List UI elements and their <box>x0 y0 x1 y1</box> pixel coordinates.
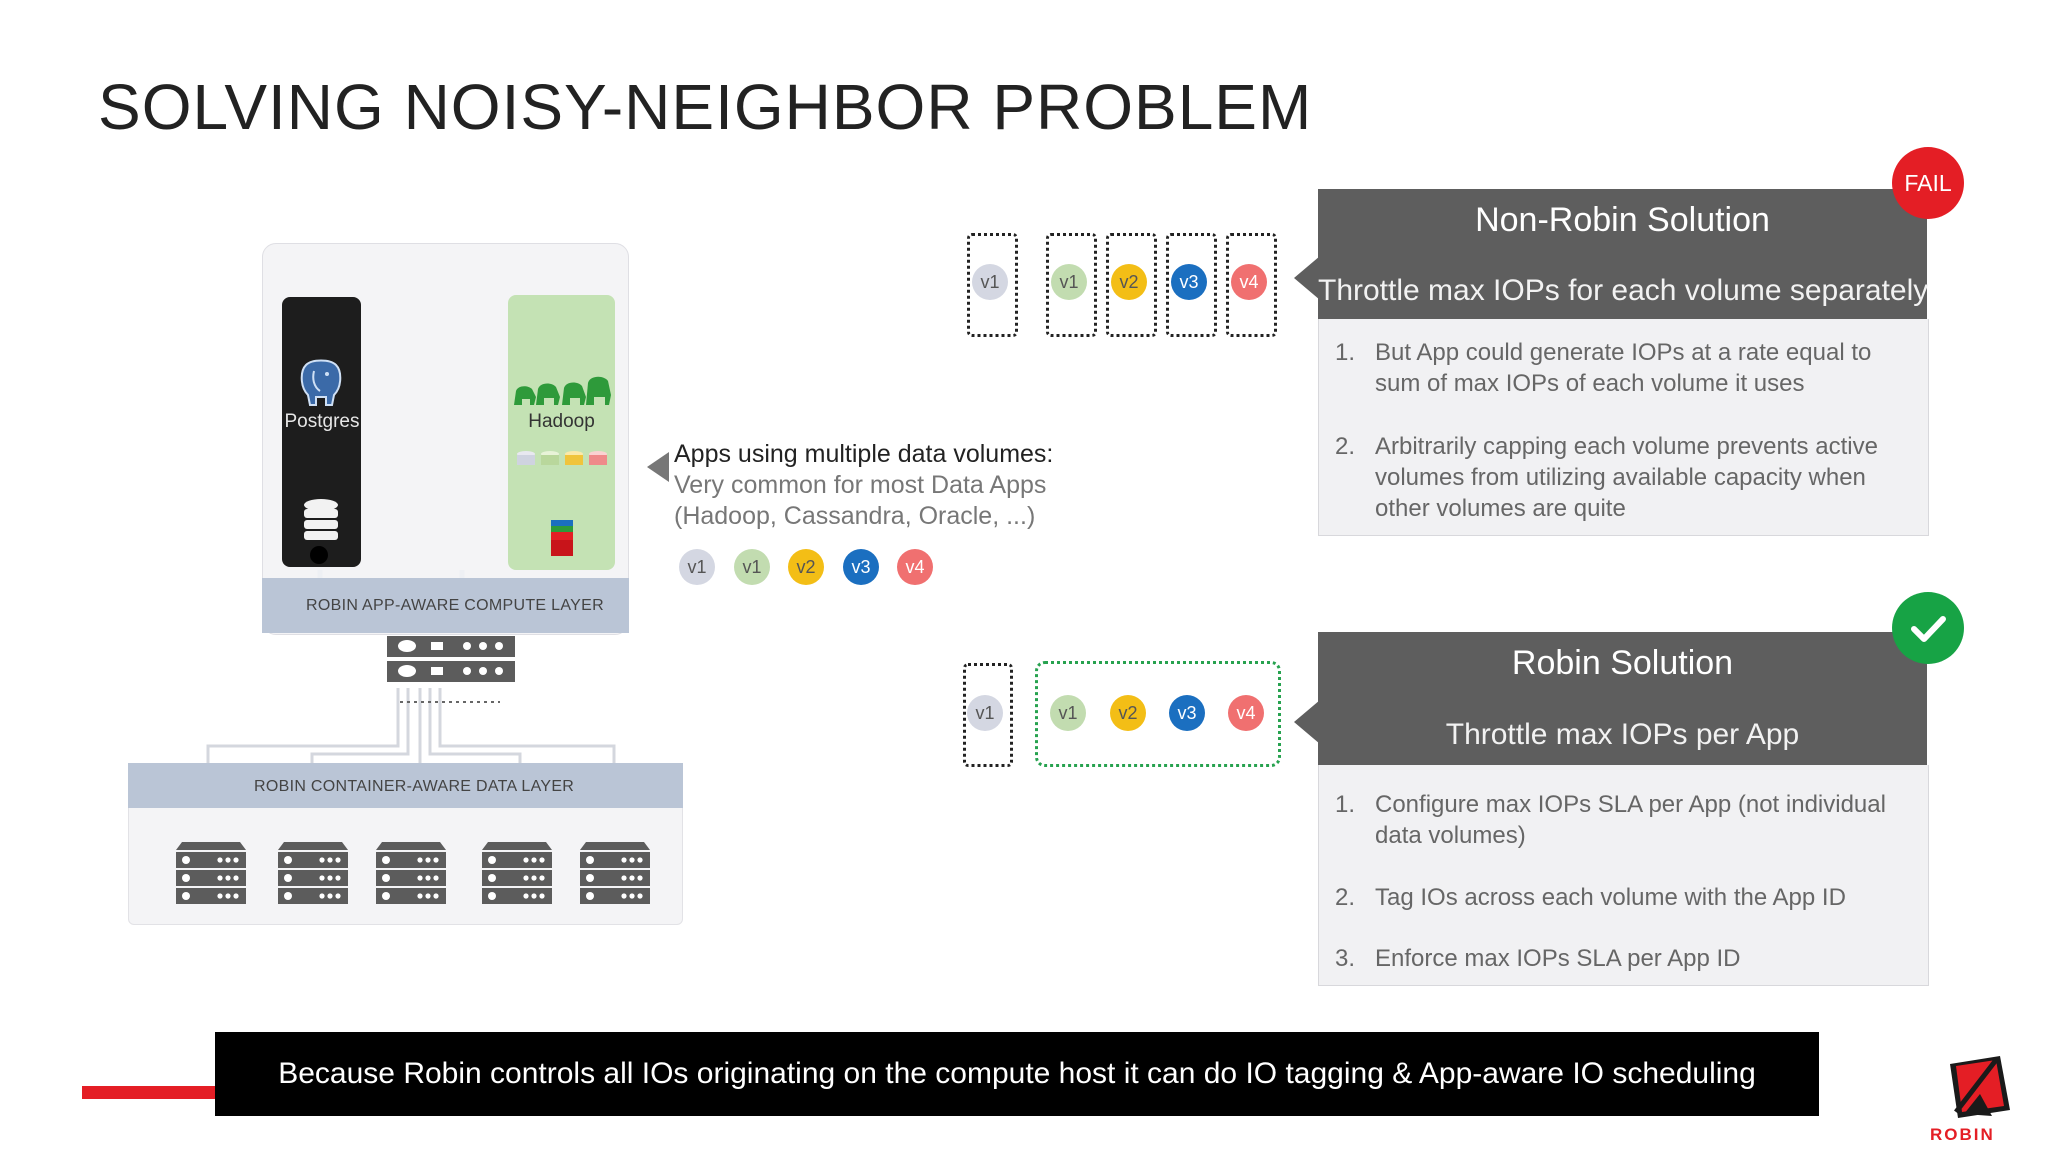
postgres-elephant-icon <box>300 359 342 406</box>
non-robin-item-1-text: But App could generate IOPs at a rate eq… <box>1375 339 1872 397</box>
robin-item-1: 1. Configure max IOPs SLA per App (not i… <box>1335 789 1915 851</box>
volume-chip-v4: v4 <box>897 549 933 585</box>
volume-chip-v1-gray: v1 <box>679 549 715 585</box>
top-chip-v4: v4 <box>1231 264 1267 300</box>
compute-layer-label: ROBIN APP-AWARE COMPUTE LAYER <box>306 597 604 614</box>
robin-logo-text: ROBIN <box>1930 1125 1995 1144</box>
hadoop-volume-indicator <box>551 520 573 556</box>
postgres-label: Postgres <box>284 411 360 432</box>
storage-server-3 <box>376 842 446 904</box>
robin-item-3: 3. Enforce max IOPs SLA per App ID <box>1335 943 1915 974</box>
non-robin-subtitle: Throttle max IOPs for each volume separa… <box>1318 274 1929 307</box>
volume-box-v1 <box>1046 233 1097 337</box>
summary-banner: Because Robin controls all IOs originati… <box>215 1032 1819 1116</box>
robin-item-2-text: Tag IOs across each volume with the App … <box>1375 884 1846 911</box>
storage-server-5 <box>580 842 650 904</box>
volume-chip-v3: v3 <box>843 549 879 585</box>
non-robin-title: Non-Robin Solution <box>1475 201 1770 239</box>
non-robin-item-2-number: 2. <box>1335 433 1356 460</box>
callout-line-2: (Hadoop, Cassandra, Oracle, ...) <box>674 502 1036 530</box>
non-robin-item-1: 1. But App could generate IOPs at a rate… <box>1335 337 1915 399</box>
hadoop-volume-stack-icon <box>517 451 607 465</box>
robin-panel-body: 1. Configure max IOPs SLA per App (not i… <box>1318 765 1929 986</box>
storage-servers <box>176 842 650 904</box>
callout-heading: Apps using multiple data volumes: <box>674 440 1054 468</box>
top-chip-v3: v3 <box>1171 264 1207 300</box>
volume-box-v4 <box>1226 233 1277 337</box>
non-robin-panel-header: Non-Robin Solution Throttle max IOPs for… <box>1318 189 1929 319</box>
compute-layer <box>262 578 629 633</box>
robin-item-2: 2. Tag IOs across each volume with the A… <box>1335 882 1915 913</box>
storage-server-2 <box>278 842 348 904</box>
volume-box-v3 <box>1166 233 1217 337</box>
non-robin-item-2-text: Arbitrarily capping each volume prevents… <box>1375 433 1878 522</box>
robin-chip-v1-green: v1 <box>1050 695 1086 731</box>
network-switch-icon <box>387 636 515 682</box>
robin-chip-v4: v4 <box>1228 695 1264 731</box>
robin-app-volume-group <box>1035 661 1281 767</box>
robin-volume-box-postgres <box>963 663 1013 767</box>
robin-item-1-number: 1. <box>1335 791 1356 818</box>
storage-server-1 <box>176 842 246 904</box>
robin-item-3-number: 3. <box>1335 945 1356 972</box>
robin-item-1-text: Configure max IOPs SLA per App (not indi… <box>1375 791 1886 849</box>
postgres-volume-port <box>310 546 328 564</box>
callout-line-1: Very common for most Data Apps <box>674 471 1047 499</box>
robin-subtitle: Throttle max IOPs per App <box>1445 718 1800 751</box>
non-robin-panel-body: 1. But App could generate IOPs at a rate… <box>1318 319 1929 536</box>
top-chip-v1-gray: v1 <box>972 264 1008 300</box>
robin-pointer-icon <box>1294 700 1320 744</box>
fail-badge: FAIL <box>1892 147 1964 219</box>
database-icon <box>304 499 338 540</box>
robin-logo-icon <box>1950 1056 2010 1118</box>
data-layer-label: ROBIN CONTAINER-AWARE DATA LAYER <box>254 778 575 795</box>
robin-chip-v2: v2 <box>1110 695 1146 731</box>
robin-item-2-number: 2. <box>1335 884 1356 911</box>
robin-title: Robin Solution <box>1511 644 1734 682</box>
slide-title: SOLVING NOISY-NEIGHBOR PROBLEM <box>98 71 1313 143</box>
robin-panel-header: Robin Solution Throttle max IOPs per App <box>1318 632 1927 765</box>
robin-chip-v1-gray: v1 <box>967 695 1003 731</box>
non-robin-item-1-number: 1. <box>1335 339 1356 366</box>
top-chip-v2: v2 <box>1111 264 1147 300</box>
callout-pointer-icon <box>647 452 669 482</box>
volume-box-v2 <box>1106 233 1157 337</box>
volume-box-postgres <box>967 233 1018 337</box>
success-badge <box>1892 592 1964 664</box>
data-layer <box>128 763 683 808</box>
hadoop-elephants-icon <box>514 376 611 405</box>
storage-server-4 <box>482 842 552 904</box>
volume-chip-v1-green: v1 <box>734 549 770 585</box>
non-robin-pointer-icon <box>1294 256 1320 300</box>
volume-chip-v2: v2 <box>788 549 824 585</box>
robin-item-3-text: Enforce max IOPs SLA per App ID <box>1375 945 1741 972</box>
hadoop-label: Hadoop <box>528 411 595 432</box>
non-robin-item-2: 2. Arbitrarily capping each volume preve… <box>1335 431 1915 524</box>
accent-bar <box>82 1086 216 1099</box>
top-chip-v1-green: v1 <box>1051 264 1087 300</box>
robin-chip-v3: v3 <box>1169 695 1205 731</box>
checkmark-icon <box>1911 616 1946 642</box>
